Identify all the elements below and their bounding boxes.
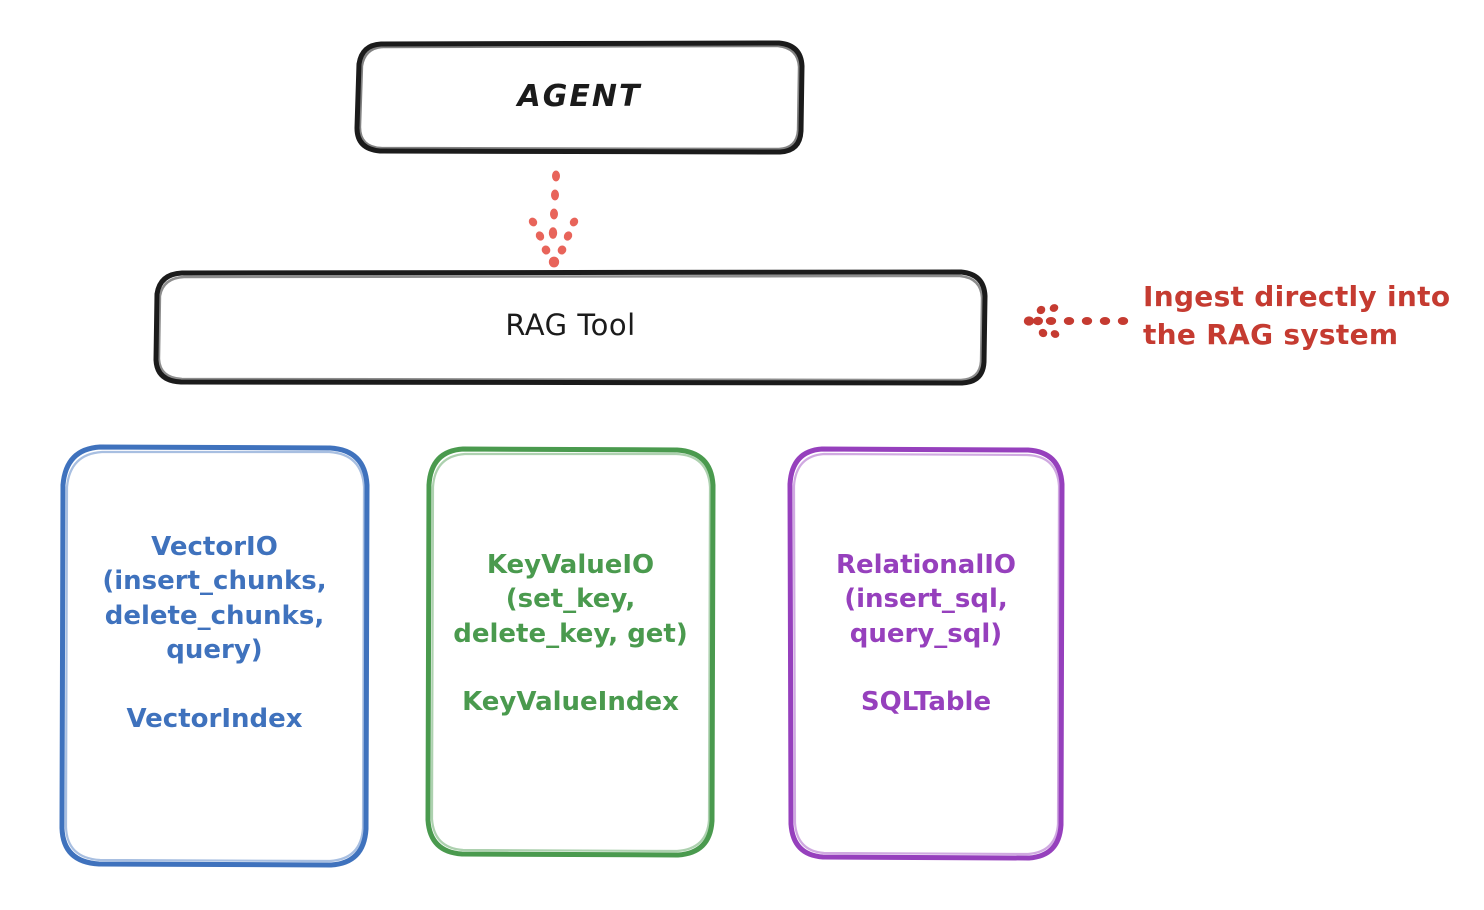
ingest-annotation-text: Ingest directly into the RAG system [1143, 280, 1451, 351]
relational-io-label: RelationalIO (insert_sql, query_sql) SQL… [835, 550, 1017, 718]
key-value-io-box-outline [425, 446, 716, 858]
relational-io-box-outline [787, 446, 1065, 861]
agent-box-outline [354, 40, 805, 155]
ingest-arrow-icon [1023, 304, 1129, 338]
key-value-io-label: KeyValueIO (set_key, delete_key, get) Ke… [453, 550, 688, 718]
agent-to-rag-connector [528, 170, 579, 268]
vector-io-label: VectorIO (insert_chunks, delete_chunks, … [102, 532, 327, 734]
vector-io-box-outline [59, 444, 370, 868]
rag-tool-box-outline [153, 269, 988, 386]
